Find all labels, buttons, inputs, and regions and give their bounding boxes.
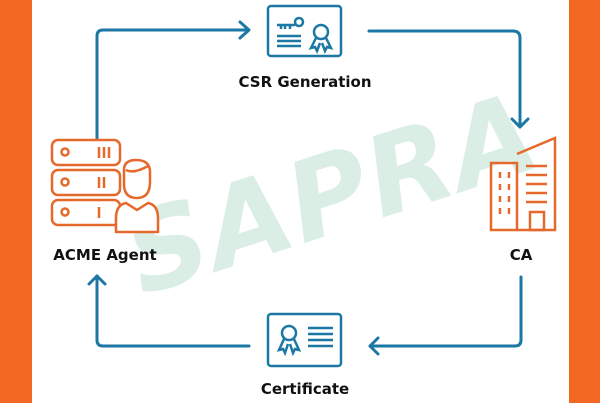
right-accent-bar (569, 0, 600, 403)
flow-arrow-certificate-to-agent (95, 274, 251, 348)
node-label-certificate: Certificate (260, 380, 350, 398)
node-label-agent: ACME Agent (53, 246, 157, 264)
node-label-ca: CA (509, 246, 533, 264)
flow-arrow-agent-to-csr (95, 28, 250, 140)
left-accent-bar (0, 0, 32, 403)
certificate-key-icon (266, 4, 343, 58)
arrowhead-icon (510, 117, 530, 129)
arrowhead-icon (87, 274, 107, 286)
arrowhead-icon (368, 336, 380, 356)
flow-arrow-ca-to-certificate (368, 275, 523, 348)
flow-arrow-csr-to-ca (367, 29, 522, 129)
server-user-icon (50, 138, 160, 234)
certificate-icon (266, 312, 343, 368)
building-icon (489, 136, 557, 232)
arrowhead-icon (238, 20, 251, 40)
node-label-csr: CSR Generation (238, 73, 372, 91)
